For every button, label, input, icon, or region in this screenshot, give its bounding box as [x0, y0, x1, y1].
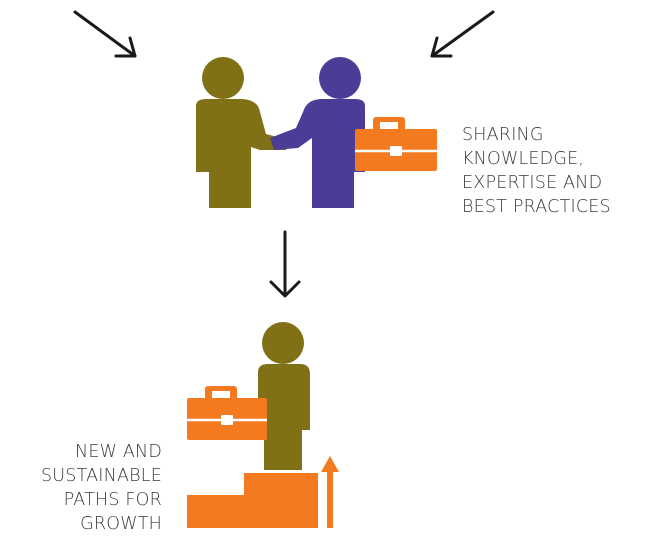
caption-line: BEST PRACTICES: [462, 197, 611, 217]
caption-line: KNOWLEDGE,: [462, 149, 585, 169]
arrow-right-in-icon: [430, 10, 495, 58]
caption-paths-for-growth: NEW AND SUSTAINABLE PATHS FOR GROWTH: [41, 440, 162, 536]
person-olive-icon: [196, 57, 288, 208]
caption-line: SUSTAINABLE: [40, 466, 162, 486]
caption-line: SHARING: [462, 125, 544, 145]
arrow-left-in-icon: [73, 10, 137, 58]
briefcase-icon: [355, 117, 437, 171]
arrow-down-icon: [269, 230, 301, 298]
caption-line: NEW AND: [75, 442, 162, 462]
caption-line: GROWTH: [80, 514, 162, 534]
person-purple-icon: [270, 57, 365, 208]
person-growth-icon: [258, 322, 310, 470]
caption-line: PATHS FOR: [63, 490, 162, 510]
up-arrow-icon: [321, 456, 339, 528]
steps-icon: [187, 473, 318, 528]
caption-sharing-knowledge: SHARING KNOWLEDGE, EXPERTISE AND BEST PR…: [462, 123, 611, 219]
briefcase-bottom-icon: [187, 386, 267, 440]
caption-line: EXPERTISE AND: [462, 173, 603, 193]
handshake-icon: [196, 57, 365, 208]
